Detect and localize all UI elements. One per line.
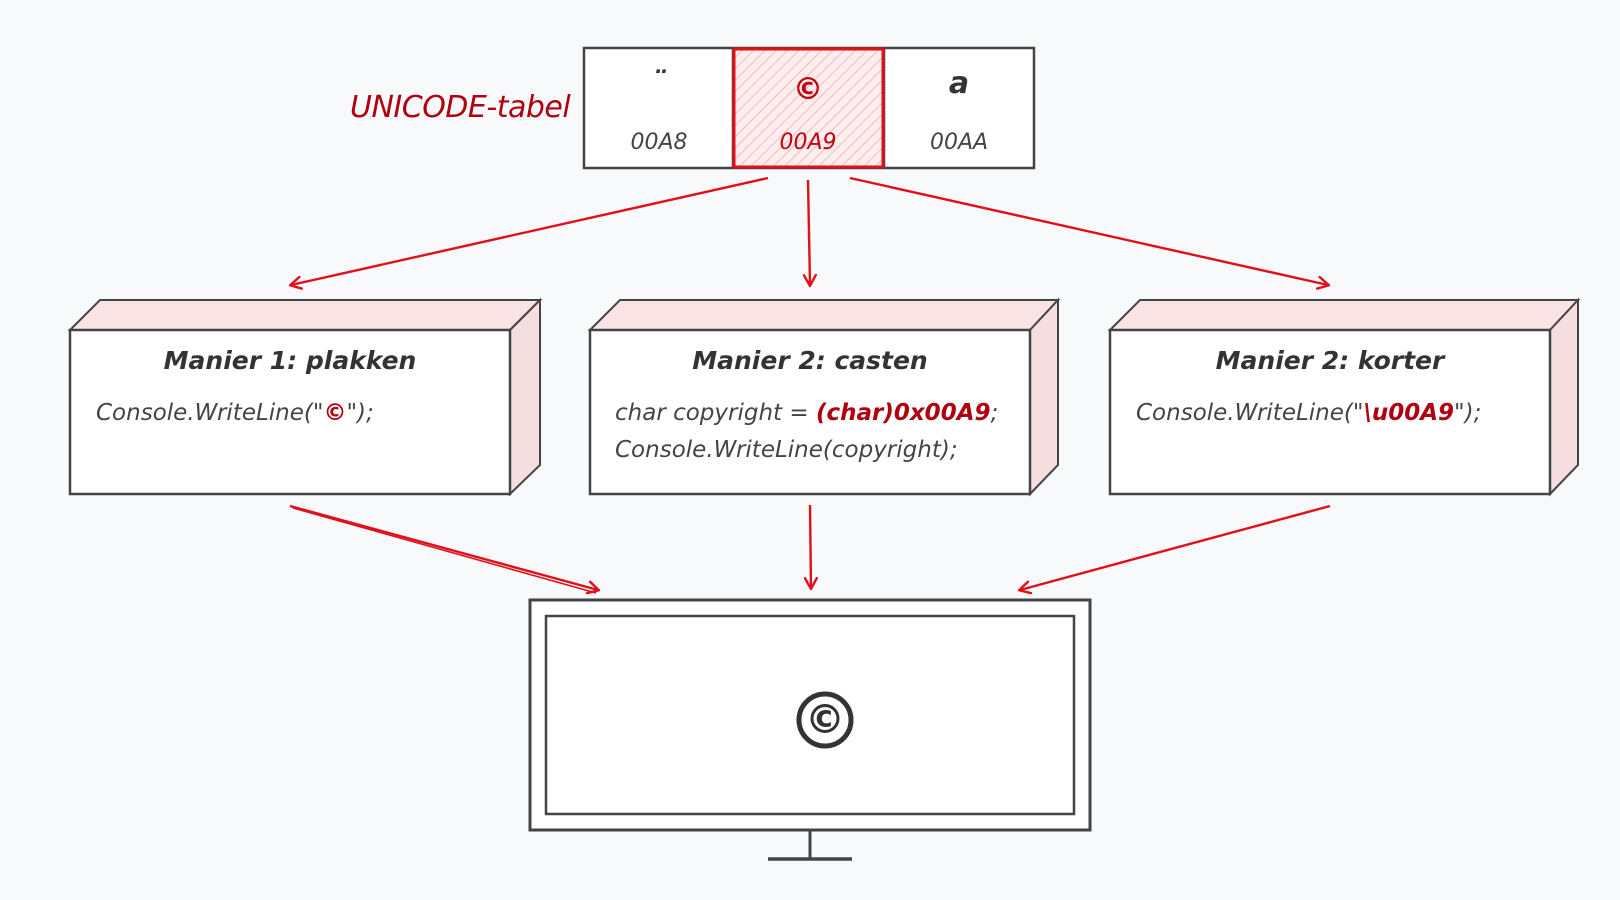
arrows-top [291, 176, 1328, 285]
method-1-title: Manier 1: plakken [163, 346, 417, 375]
arrow-from-method-2 [810, 504, 811, 588]
code-text: Console.WriteLine(" [1136, 400, 1364, 426]
code-line: Console.WriteLine("\u00A9"); [1136, 395, 1481, 432]
unicode-cell-highlight [732, 47, 885, 169]
code-highlight: \u00A9 [1363, 400, 1455, 426]
method-1-code: Console.WriteLine("©"); [96, 395, 374, 432]
unicode-cell-3-char: a [948, 66, 970, 101]
method-box-1-shape [67, 297, 543, 497]
method-2-code: char copyright = (char)0x00A9; Console.Wr… [615, 395, 998, 469]
code-line: char copyright = (char)0x00A9; [615, 395, 998, 432]
code-line: Console.WriteLine("©"); [96, 395, 374, 432]
code-line: Console.WriteLine(copyright); [615, 432, 998, 469]
code-highlight: (char)0x00A9 [815, 400, 991, 426]
arrow-from-method-1 [289, 504, 598, 590]
code-text: ; [990, 400, 999, 426]
method-3-title: Manier 2: korter [1215, 346, 1445, 375]
monitor-screen [544, 614, 1076, 816]
unicode-cell-1-code: 00A8 [630, 130, 688, 155]
code-text: "); [1454, 400, 1482, 426]
code-highlight: © [323, 400, 347, 426]
method-3-code: Console.WriteLine("\u00A9"); [1136, 395, 1481, 432]
unicode-cell-2-char: © [793, 72, 823, 107]
monitor-output-symbol: © [805, 697, 845, 743]
method-box-3-shape [1107, 297, 1581, 497]
arrow-to-method-3 [849, 176, 1328, 285]
unicode-table-label: UNICODE-tabel [350, 90, 571, 125]
unicode-cell-3-code: 00AA [929, 130, 989, 155]
monitor-symbol-ring [796, 691, 854, 749]
arrows-bottom [289, 504, 1331, 594]
monitor [528, 598, 1092, 861]
arrow-to-method-2 [808, 179, 810, 285]
code-text: char copyright = [615, 400, 816, 426]
arrow-to-method-1 [291, 176, 769, 285]
unicode-table [582, 46, 1036, 170]
code-text: "); [346, 400, 374, 426]
code-text: Console.WriteLine(copyright); [615, 437, 958, 463]
unicode-cell-1-char: ¨ [651, 66, 667, 101]
arrow-from-method-3 [1020, 504, 1331, 590]
method-box-2-shape [587, 297, 1061, 497]
method-2-title: Manier 2: casten [692, 346, 928, 375]
arrow-from-method-1-stroke [292, 507, 597, 594]
unicode-cell-2-code: 00A9 [779, 130, 837, 155]
code-text: Console.WriteLine(" [96, 400, 324, 426]
